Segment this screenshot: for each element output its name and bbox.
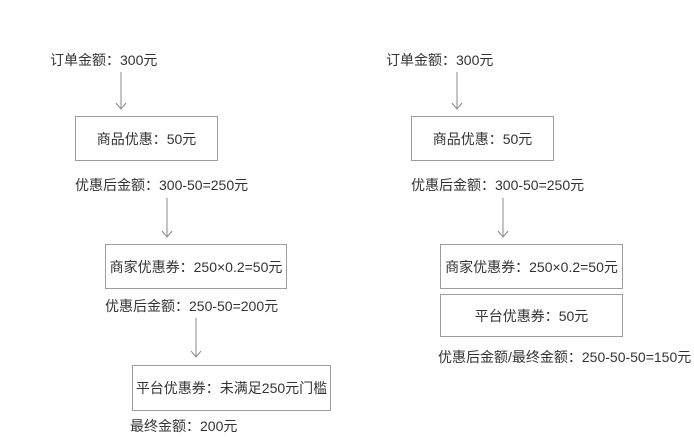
- left-after-product-discount-label: 优惠后金额：300-50=250元: [75, 177, 249, 193]
- arrow-down-icon: [161, 198, 173, 238]
- right-platform-coupon-box: 平台优惠券：50元: [440, 294, 623, 337]
- left-product-discount-box: 商品优惠：50元: [75, 116, 218, 161]
- left-after-merchant-coupon-label: 优惠后金额：250-50=200元: [105, 298, 279, 314]
- right-final-amount-label: 优惠后金额/最终金额：250-50-50=150元: [438, 349, 692, 365]
- left-final-amount-label: 最终金额：200元: [130, 418, 238, 434]
- arrow-down-icon: [451, 72, 463, 110]
- right-after-product-discount-label: 优惠后金额：300-50=250元: [411, 177, 585, 193]
- arrow-down-icon: [190, 318, 202, 358]
- right-product-discount-box: 商品优惠：50元: [411, 116, 554, 161]
- right-merchant-coupon-box: 商家优惠券：250×0.2=50元: [440, 244, 623, 289]
- arrow-down-icon: [497, 198, 509, 238]
- left-platform-coupon-box: 平台优惠券：未满足250元门槛: [132, 365, 331, 411]
- left-order-amount-label: 订单金额：300元: [50, 52, 158, 68]
- arrow-down-icon: [115, 72, 127, 110]
- left-merchant-coupon-box: 商家优惠券：250×0.2=50元: [105, 244, 287, 289]
- right-order-amount-label: 订单金额：300元: [386, 52, 494, 68]
